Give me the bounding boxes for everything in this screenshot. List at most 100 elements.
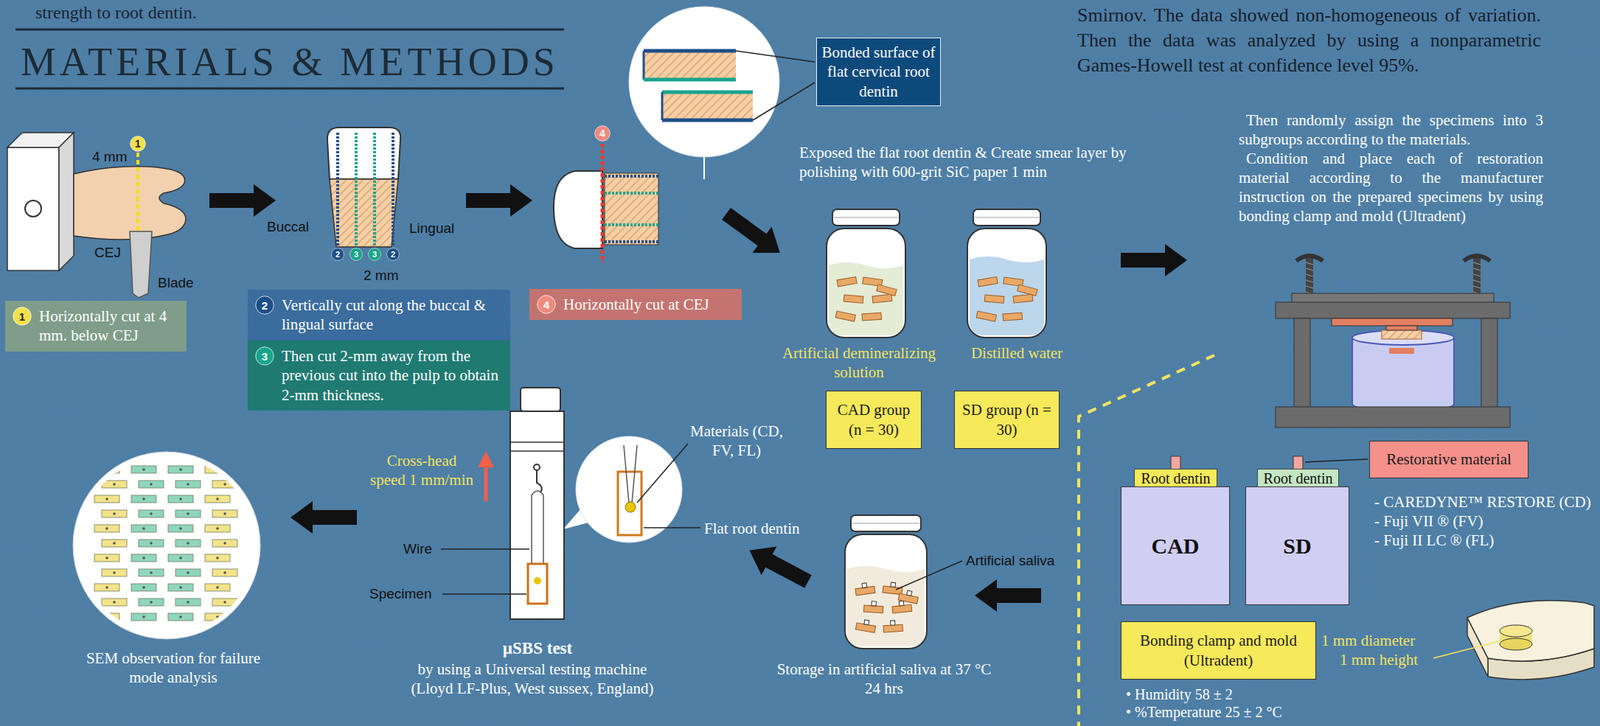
flow-arrow bbox=[741, 536, 816, 596]
bond-site bbox=[179, 586, 183, 590]
specimen bbox=[984, 294, 1005, 304]
cut-line bbox=[604, 240, 659, 244]
cut-line bbox=[373, 132, 377, 247]
bond-site bbox=[179, 615, 183, 619]
tooth bbox=[73, 166, 186, 240]
box-text: Horizontally cut at 4 mm. below CEJ bbox=[39, 306, 180, 346]
slab-edge bbox=[661, 92, 664, 121]
specimen bbox=[977, 276, 998, 287]
number-text: 1 bbox=[19, 311, 26, 323]
bond-site bbox=[186, 541, 190, 545]
specimen bbox=[212, 539, 238, 548]
step-box: Horizontally cut at 4 mm. below CEJ 1 bbox=[5, 300, 187, 352]
jar-lid bbox=[974, 217, 1039, 219]
screw-thread bbox=[1473, 268, 1481, 271]
circle-outline bbox=[13, 307, 31, 326]
step-box: Then cut 2-mm away from the previous cut… bbox=[247, 340, 511, 411]
specimen bbox=[94, 465, 120, 474]
specimen bbox=[976, 311, 997, 322]
specimen bbox=[131, 613, 157, 621]
specimen bbox=[175, 510, 201, 518]
jar-lid bbox=[850, 515, 921, 532]
substrate-label: Root dentin bbox=[1134, 468, 1218, 489]
specimen bbox=[175, 480, 201, 489]
leader-line bbox=[735, 50, 815, 62]
direction-arrow bbox=[484, 464, 489, 502]
bond-site bbox=[179, 527, 183, 531]
cut-line bbox=[604, 223, 659, 227]
bond-site bbox=[149, 482, 153, 486]
bond-site bbox=[105, 615, 109, 619]
box-text: SD bbox=[1246, 532, 1349, 561]
specimen bbox=[101, 480, 127, 489]
specimen bbox=[101, 510, 127, 518]
mounting-block bbox=[58, 132, 74, 271]
specimen bbox=[131, 465, 157, 474]
machine-body bbox=[510, 411, 565, 620]
restoration-cylinder bbox=[906, 590, 913, 596]
specimen-holder bbox=[1352, 337, 1455, 412]
step-note: by using a Universal testing machine (Ll… bbox=[395, 659, 669, 699]
specimen bbox=[861, 312, 882, 321]
bubble bbox=[575, 436, 683, 543]
bond-site bbox=[179, 497, 183, 501]
slab-edge bbox=[643, 49, 736, 54]
box-text: Root dentin bbox=[1260, 469, 1337, 489]
step-box: Vertically cut along the buccal & lingua… bbox=[247, 289, 511, 341]
bond-site bbox=[105, 527, 109, 531]
specimen bbox=[861, 312, 882, 321]
callout-number: 3 bbox=[367, 247, 382, 262]
bond-site bbox=[179, 468, 183, 472]
mold-top bbox=[1467, 600, 1595, 662]
specimen bbox=[898, 589, 920, 604]
specimen bbox=[1002, 312, 1023, 321]
slab-edge bbox=[642, 50, 646, 80]
group-box: CAD group (n = 30) bbox=[825, 390, 922, 450]
restoration-cylinder bbox=[890, 620, 896, 626]
dimension-label: 1 mm diameter bbox=[1321, 631, 1415, 651]
step-note: Then randomly assign the specimens into … bbox=[1238, 110, 1544, 149]
testing-machine bbox=[510, 387, 565, 620]
specimen bbox=[204, 554, 231, 562]
cut-line bbox=[600, 143, 605, 263]
bond-site bbox=[112, 541, 116, 545]
specimen bbox=[138, 598, 164, 607]
specimen bbox=[863, 605, 884, 614]
specimen bbox=[138, 510, 164, 518]
number-text: 3 bbox=[353, 250, 359, 259]
specimen bbox=[131, 583, 157, 592]
number-text: 2 bbox=[335, 250, 340, 259]
jar-body bbox=[844, 534, 927, 649]
title-rule bbox=[15, 28, 565, 31]
specimen bbox=[131, 495, 157, 503]
root-slab bbox=[643, 50, 736, 80]
bond-site bbox=[186, 600, 190, 604]
specimen bbox=[212, 598, 238, 607]
specimen bbox=[101, 598, 127, 607]
specimen bbox=[527, 564, 548, 604]
clamp-column bbox=[1481, 318, 1498, 409]
wire bbox=[623, 445, 629, 504]
blade bbox=[129, 231, 152, 298]
box-text: Vertically cut along the buccal & lingua… bbox=[281, 295, 503, 335]
tooth-horizontal-cut bbox=[553, 143, 659, 263]
number-text: 4 bbox=[599, 128, 606, 139]
box-text: SD group (n = 30) bbox=[959, 400, 1055, 440]
crosshead bbox=[510, 450, 565, 452]
box-text: Then cut 2-mm away from the previous cut… bbox=[281, 346, 503, 405]
screw-handle bbox=[1463, 255, 1491, 262]
jar-distilled-water bbox=[967, 209, 1047, 338]
bond-site bbox=[142, 556, 146, 560]
mounting-hole bbox=[25, 200, 42, 217]
bubble bbox=[628, 6, 780, 158]
number-text: 3 bbox=[372, 250, 377, 259]
box-text: Restorative material bbox=[1374, 449, 1524, 469]
restoration-cylinder bbox=[890, 582, 896, 588]
jar-body bbox=[967, 228, 1047, 338]
specimen-holder bbox=[1352, 330, 1455, 346]
bond-site bbox=[112, 512, 116, 516]
specimen bbox=[175, 569, 201, 577]
